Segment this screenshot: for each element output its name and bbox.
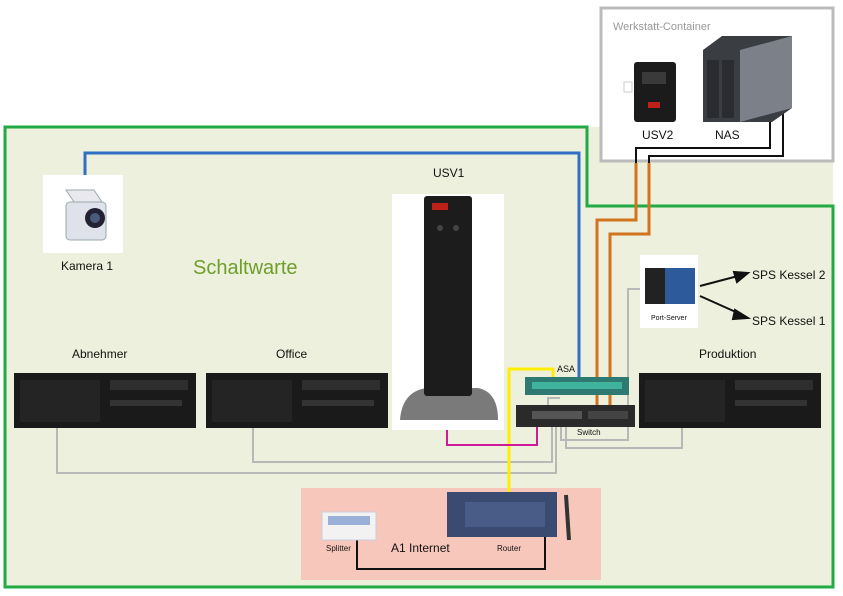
splitter-label: Splitter: [326, 544, 351, 553]
asa-icon: [525, 377, 629, 395]
office-label: Office: [276, 347, 308, 361]
nas-icon: [703, 36, 792, 122]
blue-cable: [83, 151, 581, 378]
usv2-label: USV2: [642, 128, 674, 142]
pc-office-icon: [206, 373, 388, 428]
switch-label: Switch: [577, 428, 601, 437]
black-cables: [356, 110, 784, 570]
magenta-cable: [446, 417, 538, 446]
gray-cables: [56, 288, 683, 474]
usv1-label: USV1: [433, 166, 465, 180]
switch-icon: [516, 405, 635, 427]
yellow-cable: [507, 367, 555, 532]
internet-label: A1 Internet: [391, 541, 450, 555]
port-server-arrows: [699, 270, 752, 321]
router-label: Router: [497, 544, 522, 553]
splitter-icon: [321, 511, 377, 541]
pc-abnehmer-icon: [14, 373, 196, 428]
asa-label: ASA: [557, 364, 576, 374]
usv2-icon: [623, 62, 676, 122]
port-server-icon: [640, 255, 698, 328]
sps2-label: SPS Kessel 2: [752, 268, 826, 282]
camera-icon: [43, 175, 123, 253]
usv1-icon: [392, 194, 504, 430]
pc-produktion-icon: [639, 373, 821, 428]
kamera-label: Kamera 1: [61, 259, 114, 273]
abnehmer-label: Abnehmer: [72, 347, 128, 361]
schaltwarte-zone-border: [3, 125, 835, 589]
orange-cables: [595, 163, 651, 412]
sps1-label: SPS Kessel 1: [752, 314, 826, 328]
router-icon: [447, 492, 571, 541]
schaltwarte-title: Schaltwarte: [193, 257, 298, 279]
nas-label: NAS: [715, 128, 740, 142]
produktion-label: Produktion: [699, 347, 757, 361]
container-label: Werkstatt-Container: [613, 21, 711, 33]
port-server-label: Port-Server: [651, 315, 687, 322]
